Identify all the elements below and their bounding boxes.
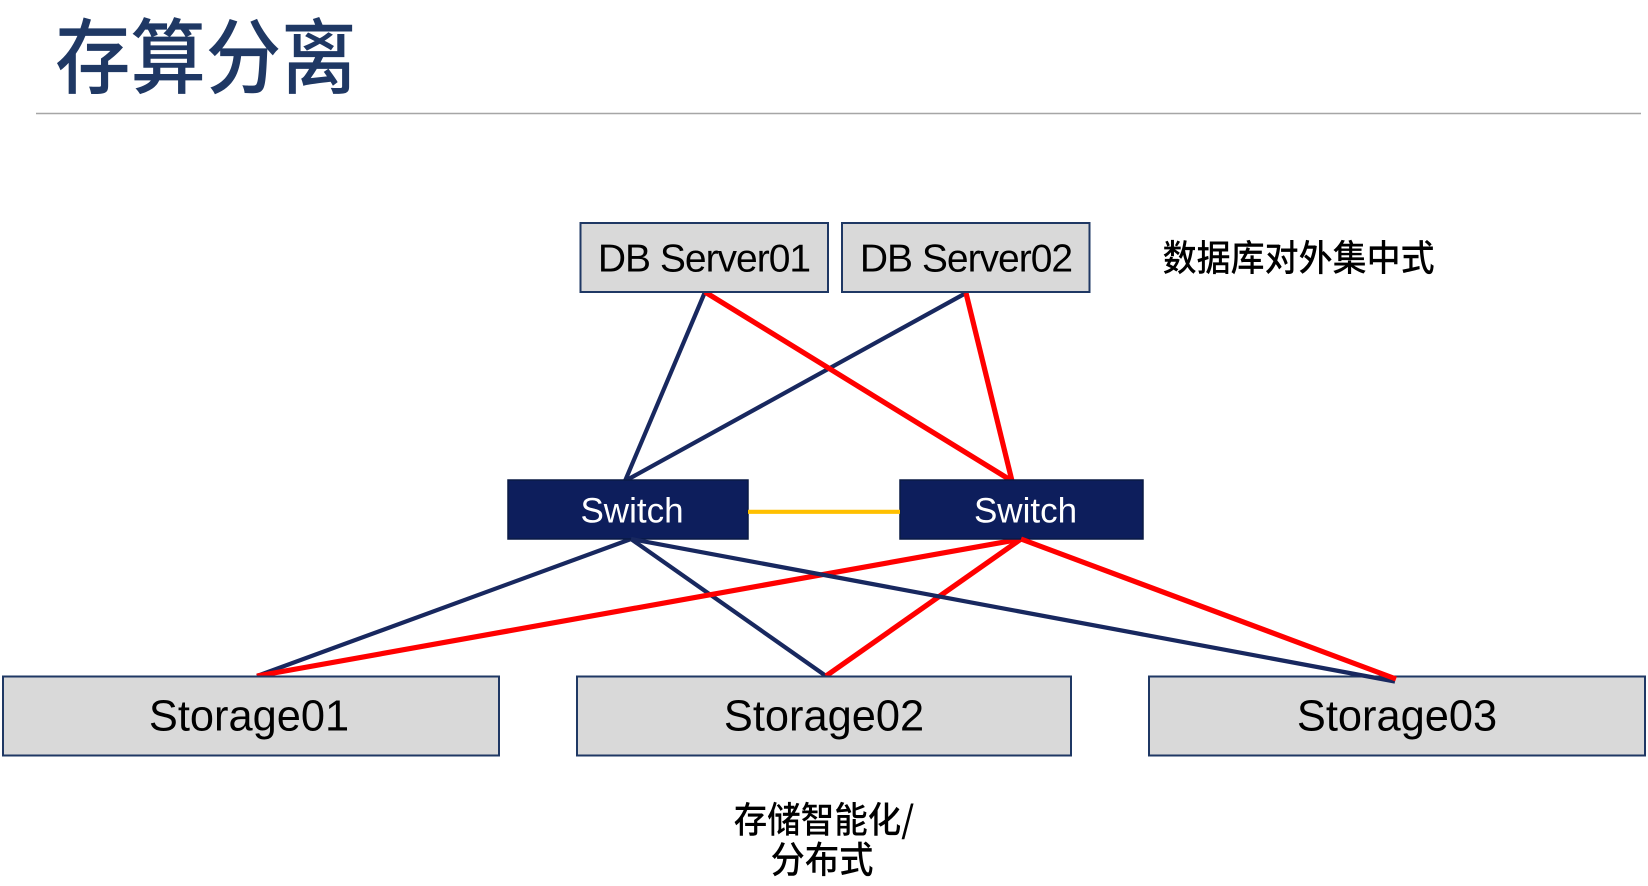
svg-text:Storage01: Storage01	[149, 693, 349, 741]
svg-text:Switch: Switch	[580, 492, 683, 531]
svg-text:Storage03: Storage03	[1297, 693, 1497, 741]
svg-text:DB Server02: DB Server02	[860, 238, 1072, 281]
svg-text:Switch: Switch	[974, 492, 1077, 531]
svg-text:Storage02: Storage02	[724, 693, 924, 741]
svg-text:DB Server01: DB Server01	[598, 238, 810, 281]
